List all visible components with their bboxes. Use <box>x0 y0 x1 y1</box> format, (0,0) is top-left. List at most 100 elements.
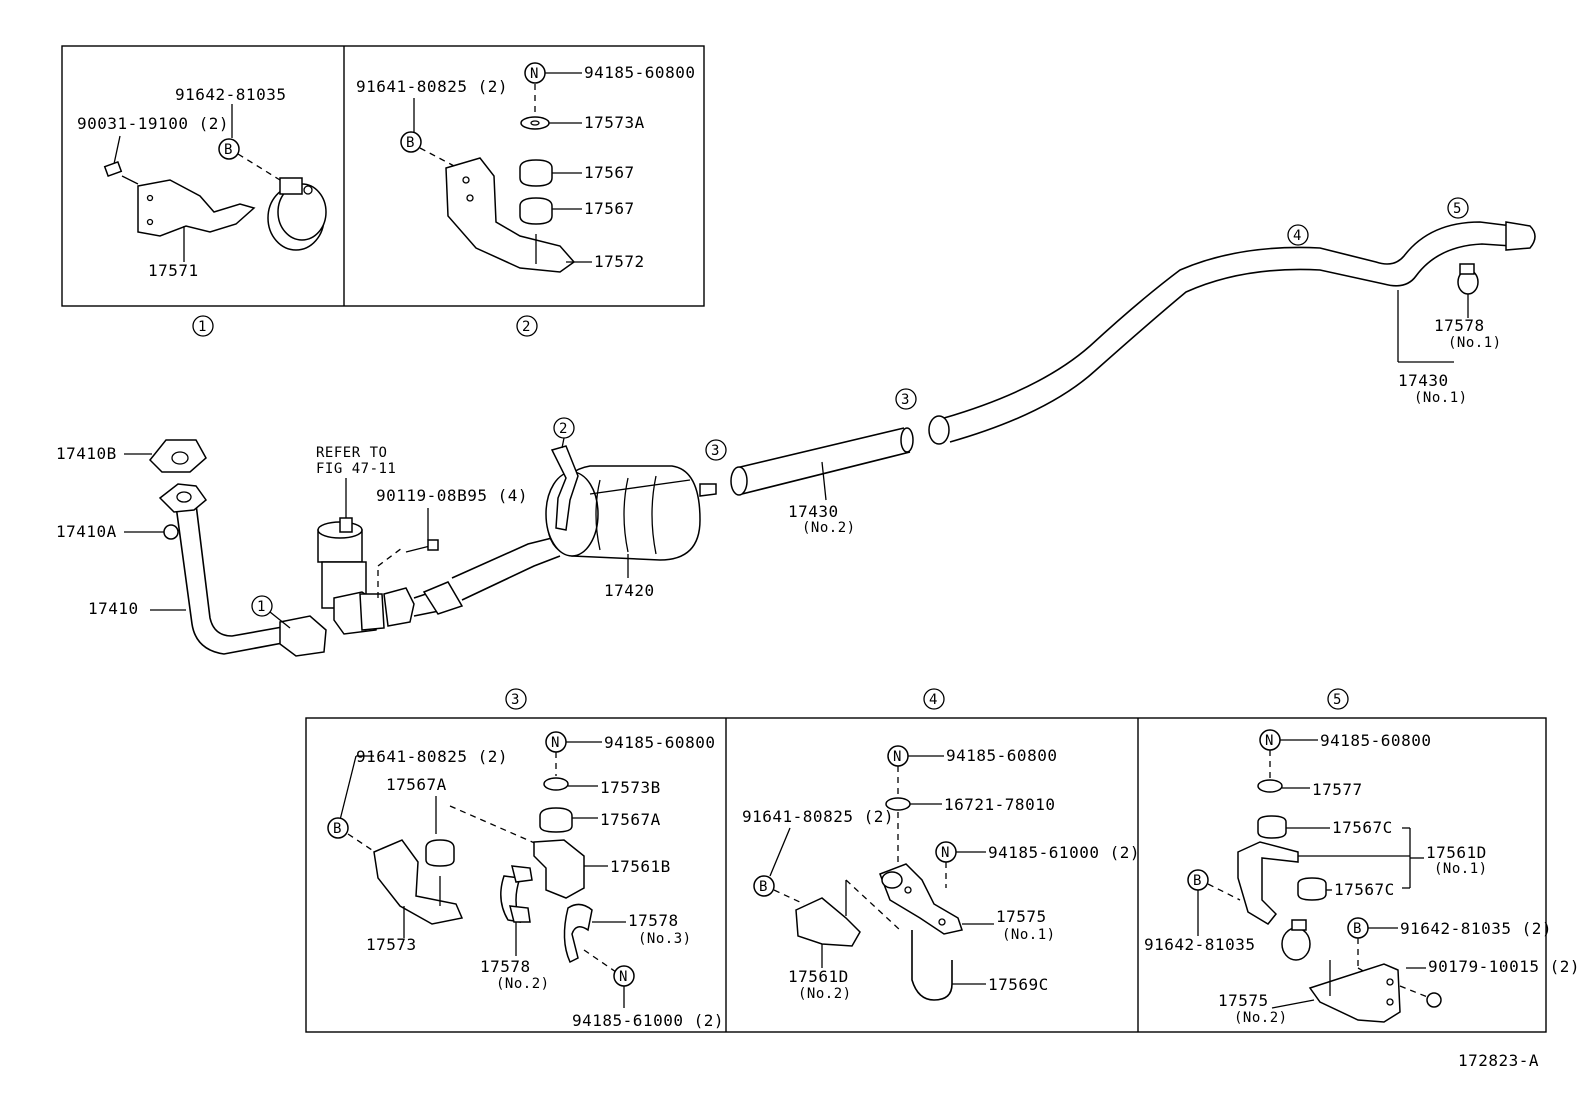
b-marker-icon <box>327 817 349 839</box>
b-marker-icon <box>218 138 240 160</box>
clamp-icon <box>1281 919 1311 961</box>
detail-1-caption: 1 <box>198 319 207 335</box>
part-17573A: 17573A <box>584 113 645 132</box>
pipe-end-icon <box>928 415 950 445</box>
clamp-17578-icon <box>1457 263 1479 295</box>
part-17430-no2-sub: (No.2) <box>802 520 856 536</box>
cushion-icon <box>425 839 455 867</box>
cushion-icon <box>1257 815 1287 839</box>
refer-to-label: REFER TO <box>316 445 387 461</box>
detail-4: 4 N 94185-60800 16721-78010 N 94185-6100… <box>742 688 1140 1002</box>
part-17578-no3: 17578 <box>628 911 679 930</box>
part-17561D-no2: 17561D <box>788 967 849 986</box>
b-marker-label: B <box>224 142 233 158</box>
front-pipe-17410-icon <box>175 503 289 655</box>
part-17567C-a: 17567C <box>1332 818 1393 837</box>
bracket-17561D-no2-icon <box>795 880 861 947</box>
refer-fig-label: FIG 47-11 <box>316 461 396 477</box>
n-marker-label: N <box>1265 733 1274 749</box>
part-91642-81035: 91642-81035 <box>175 85 286 104</box>
washer-icon <box>1257 779 1283 793</box>
callout-4: 4 <box>1293 228 1302 244</box>
b-marker-label: B <box>1353 921 1362 937</box>
hanger-icon <box>550 445 579 531</box>
b-marker-label: B <box>759 879 768 895</box>
callout-3-a: 3 <box>711 443 720 459</box>
flange-rear-icon <box>279 615 327 657</box>
b-marker-label: B <box>406 135 415 151</box>
bracket-17572-icon <box>445 157 576 273</box>
flange-icon <box>383 587 415 627</box>
detail-5: 5 N 94185-60800 17577 17567C 17561D (No.… <box>1144 688 1580 1026</box>
cushion-icon <box>519 197 553 225</box>
part-17573B: 17573B <box>600 778 661 797</box>
part-17410A: 17410A <box>56 522 117 541</box>
cushion-icon <box>1297 877 1327 901</box>
n-marker-label: N <box>530 66 539 82</box>
part-91641-80825: 91641-80825 (2) <box>742 807 894 826</box>
part-17567-a: 17567 <box>584 163 635 182</box>
part-90179-10015: 90179-10015 (2) <box>1428 957 1580 976</box>
detail-box-3-4-5 <box>305 717 1547 1033</box>
bracket-17571-icon <box>137 179 256 237</box>
callout-3-b: 3 <box>901 392 910 408</box>
detail-1: 1 91642-81035 90031-19100 (2) 17571 B <box>77 85 327 337</box>
part-17567C-b: 17567C <box>1334 880 1395 899</box>
part-17575-no2: 17575 <box>1218 991 1269 1010</box>
part-17571: 17571 <box>148 261 199 280</box>
bracket-17575-no2-icon <box>1308 963 1401 1023</box>
part-91642-81035-left: 91642-81035 <box>1144 935 1255 954</box>
part-17561B: 17561B <box>610 857 671 876</box>
washer-icon <box>543 777 569 791</box>
part-17575-no1: 17575 <box>996 907 1047 926</box>
part-17430-no1-sub: (No.1) <box>1414 390 1468 406</box>
part-17410: 17410 <box>88 599 139 618</box>
part-17572: 17572 <box>594 252 645 271</box>
callout-2: 2 <box>559 421 568 437</box>
u-bolt-17569C-icon <box>911 930 953 1001</box>
part-94185-60800: 94185-60800 <box>946 746 1057 765</box>
part-17573: 17573 <box>366 935 417 954</box>
part-94185-61000: 94185-61000 (2) <box>988 843 1140 862</box>
part-17561D-no2-sub: (No.2) <box>798 986 852 1002</box>
part-91641-80825: 91641-80825 (2) <box>356 77 508 96</box>
detail-4-caption: 4 <box>929 692 938 708</box>
part-17578-no2-sub: (No.2) <box>496 976 550 992</box>
b-marker-icon <box>753 875 775 897</box>
callout-1: 1 <box>257 599 266 615</box>
bolt-icon <box>405 539 439 553</box>
detail-2: 2 91641-80825 (2) B N 94185-60800 17573A… <box>356 62 695 337</box>
detail-3: 3 N 94185-60800 17573B 17567A 91641-8082… <box>327 688 724 1030</box>
part-17578-no1-sub: (No.1) <box>1448 335 1502 351</box>
main-assembly: 17410B 17410A 17410 1 REFER TO FIG 47-11… <box>56 197 1536 657</box>
b-marker-label: B <box>333 821 342 837</box>
muffler-17420-icon <box>545 465 717 561</box>
cushion-icon <box>519 159 553 187</box>
part-17577: 17577 <box>1312 780 1363 799</box>
part-90031-19100: 90031-19100 (2) <box>77 114 229 133</box>
callout-5: 5 <box>1453 201 1462 217</box>
part-17410B: 17410B <box>56 444 117 463</box>
b-marker-icon <box>400 131 422 153</box>
part-17569C: 17569C <box>988 975 1049 994</box>
part-94185-60800: 94185-60800 <box>1320 731 1431 750</box>
part-90119-08B95: 90119-08B95 (4) <box>376 486 528 505</box>
nut-icon <box>1426 992 1442 1008</box>
part-94185-60800: 94185-60800 <box>604 733 715 752</box>
part-17575-no1-sub: (No.1) <box>1002 927 1056 943</box>
flange-17410-icon <box>158 483 208 513</box>
part-17420: 17420 <box>604 581 655 600</box>
tail-pipe-no2-icon <box>735 427 911 495</box>
part-17430-no1: 17430 <box>1398 371 1449 390</box>
bracket-17575-no1-icon <box>879 863 963 935</box>
detail-box-1-2 <box>61 45 705 307</box>
part-16721-78010: 16721-78010 <box>944 795 1055 814</box>
bracket-17561B-icon <box>533 839 585 899</box>
n-marker-label: N <box>551 735 560 751</box>
part-17430-no2: 17430 <box>788 502 839 521</box>
detail-3-caption: 3 <box>511 692 520 708</box>
cushion-icon <box>539 807 573 833</box>
diagram-id: 172823-A <box>1458 1051 1539 1070</box>
valve-assembly-icon <box>317 517 385 635</box>
